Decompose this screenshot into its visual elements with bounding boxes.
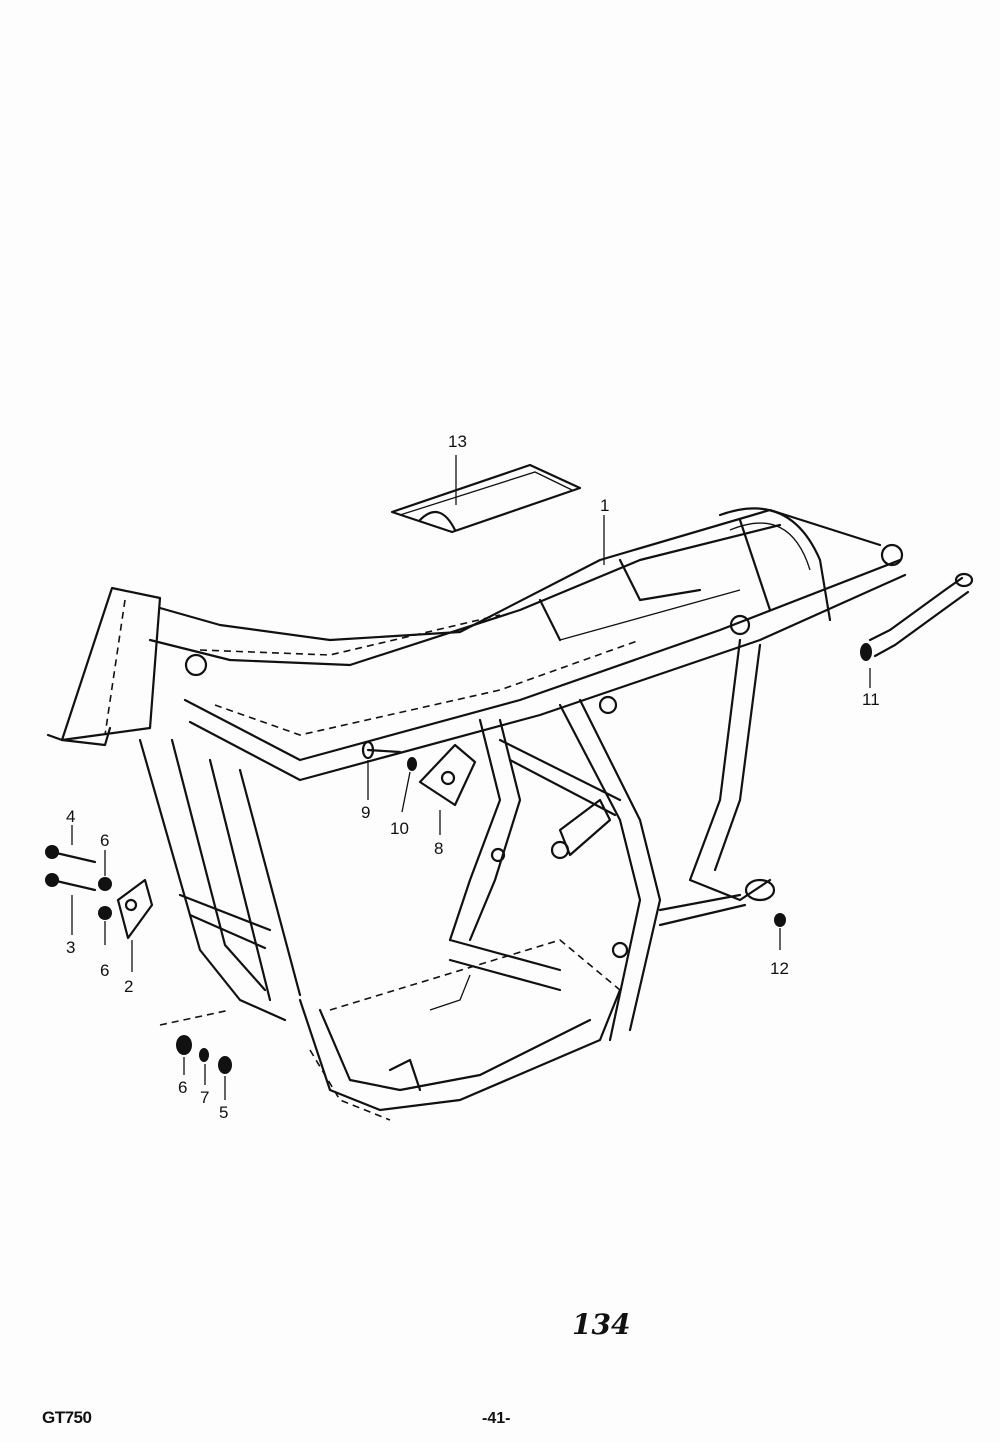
callout-1: 1 xyxy=(600,496,609,515)
part-1-frame xyxy=(46,507,907,1121)
callout-10: 10 xyxy=(390,819,409,838)
callout-9: 9 xyxy=(361,803,370,822)
callout-11: 11 xyxy=(862,690,880,709)
callout-5: 5 xyxy=(219,1103,228,1122)
page-number: -41- xyxy=(482,1410,511,1427)
model-label: GT750 xyxy=(42,1408,92,1427)
part-8-mount-plate xyxy=(418,743,477,835)
part-10-nut xyxy=(401,757,417,813)
plate-number: 134 xyxy=(572,1308,631,1341)
part-12-nut xyxy=(774,913,786,950)
callout-3: 3 xyxy=(66,938,75,957)
callout-6-mid: 6 xyxy=(100,961,109,980)
callout-13: 13 xyxy=(448,432,467,451)
part-5-6-7-hardware xyxy=(176,1035,232,1100)
part-3-4-bolts xyxy=(45,825,97,935)
callout-2: 2 xyxy=(124,977,133,996)
part-11-bracket xyxy=(860,572,974,688)
part-6-nuts-left xyxy=(98,850,112,945)
callout-8: 8 xyxy=(434,839,443,858)
callout-4: 4 xyxy=(66,807,75,826)
callout-7: 7 xyxy=(200,1088,209,1107)
callout-6-bottom: 6 xyxy=(178,1078,187,1097)
part-9-bolt xyxy=(361,740,402,800)
callout-12: 12 xyxy=(770,959,789,978)
callout-6-top: 6 xyxy=(100,831,109,850)
part-13-cover xyxy=(390,455,582,534)
part-2-mount-plate xyxy=(116,878,154,972)
